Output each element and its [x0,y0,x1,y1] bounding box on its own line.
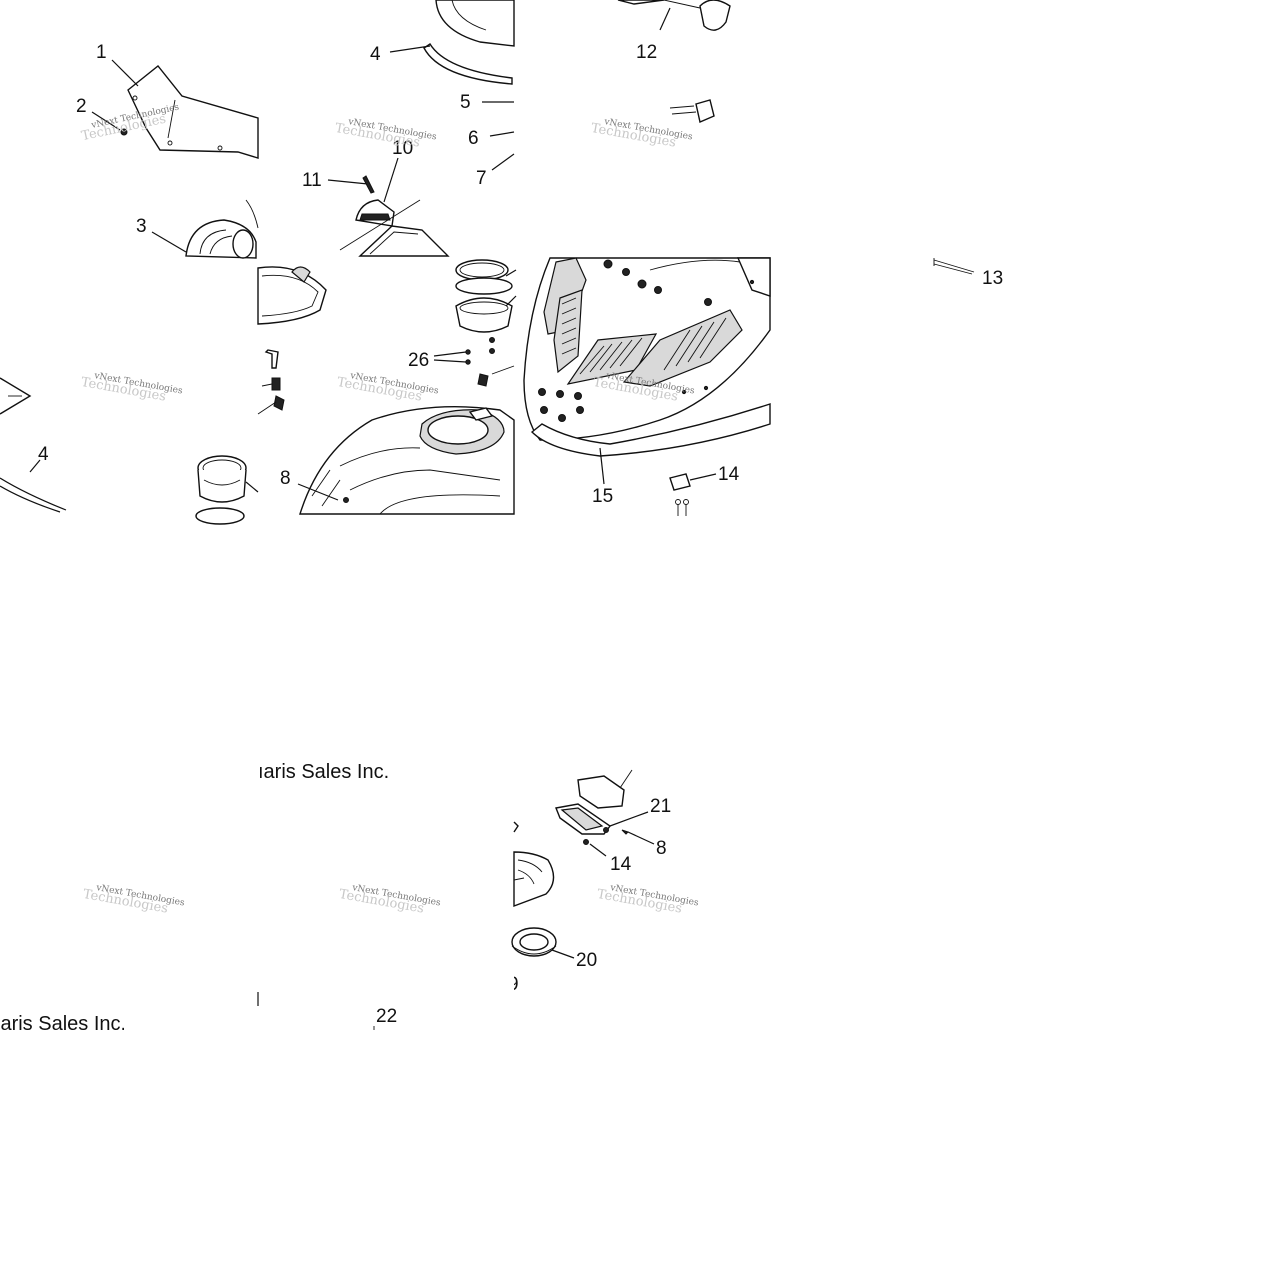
grommet-part [511,927,557,957]
clip-part [355,199,395,227]
rivet-part [933,258,975,275]
gauge-part [195,455,247,525]
callout-26: 26 [408,350,429,371]
vent-panel-part [358,225,450,257]
switch-part [669,99,715,123]
callout-2: 2 [76,96,87,117]
screw-part [120,128,128,136]
callout-21: 21 [650,796,671,817]
trim-strip-part [0,477,67,511]
callout-13: 13 [982,268,1003,289]
callout-14-top: 14 [718,464,740,485]
pad-part [577,769,633,809]
side-panel-part [513,821,555,908]
pin-part [362,175,375,194]
nose-panel-part [523,257,771,457]
watermark: Technologies vNext Technologies [338,883,442,917]
callout-6: 6 [468,128,479,149]
fastener-set-part [257,349,285,415]
copyright-fragment-lower: laris Sales Inc. [0,1013,126,1035]
callout-3: 3 [136,216,147,237]
watermark: Technologies vNext Technologies [596,883,700,917]
watermark: Technologies vNext Technologies [336,371,440,405]
gauge-bezel-part [423,0,515,85]
windshield-part [127,65,259,159]
vent-grille-part [555,803,611,835]
callout-10: 10 [392,138,413,159]
callout-4-mid: 4 [38,444,49,465]
bracket-part [669,473,691,516]
headlight-lens-part [257,266,327,325]
callout-1: 1 [96,42,107,63]
hood-part [299,405,515,515]
callout-22: 22 [376,1006,397,1027]
watermark: Technologies vNext Technologies [334,117,438,151]
grip-handle-part [617,0,731,31]
watermark: Technologies vNext Technologies [590,117,694,151]
callout-7: 7 [476,168,487,189]
callout-4-top: 4 [370,44,381,65]
callout-14-bottom: 14 [610,854,632,875]
callout-12: 12 [636,42,657,63]
callout-11: 11 [302,170,322,191]
headlight-housing-part [185,199,259,259]
callout-8-top: 8 [280,468,291,489]
callout-5: 5 [460,92,471,113]
callout-8-bottom: 8 [656,838,667,859]
callout-15: 15 [592,486,613,507]
callout-20: 20 [576,950,597,971]
copyright-fragment-upper: ıaris Sales Inc. [258,761,389,783]
gauge-ring-part [455,259,517,333]
watermark: Technologies vNext Technologies [80,371,184,405]
watermark: Technologies vNext Technologies [82,883,186,917]
